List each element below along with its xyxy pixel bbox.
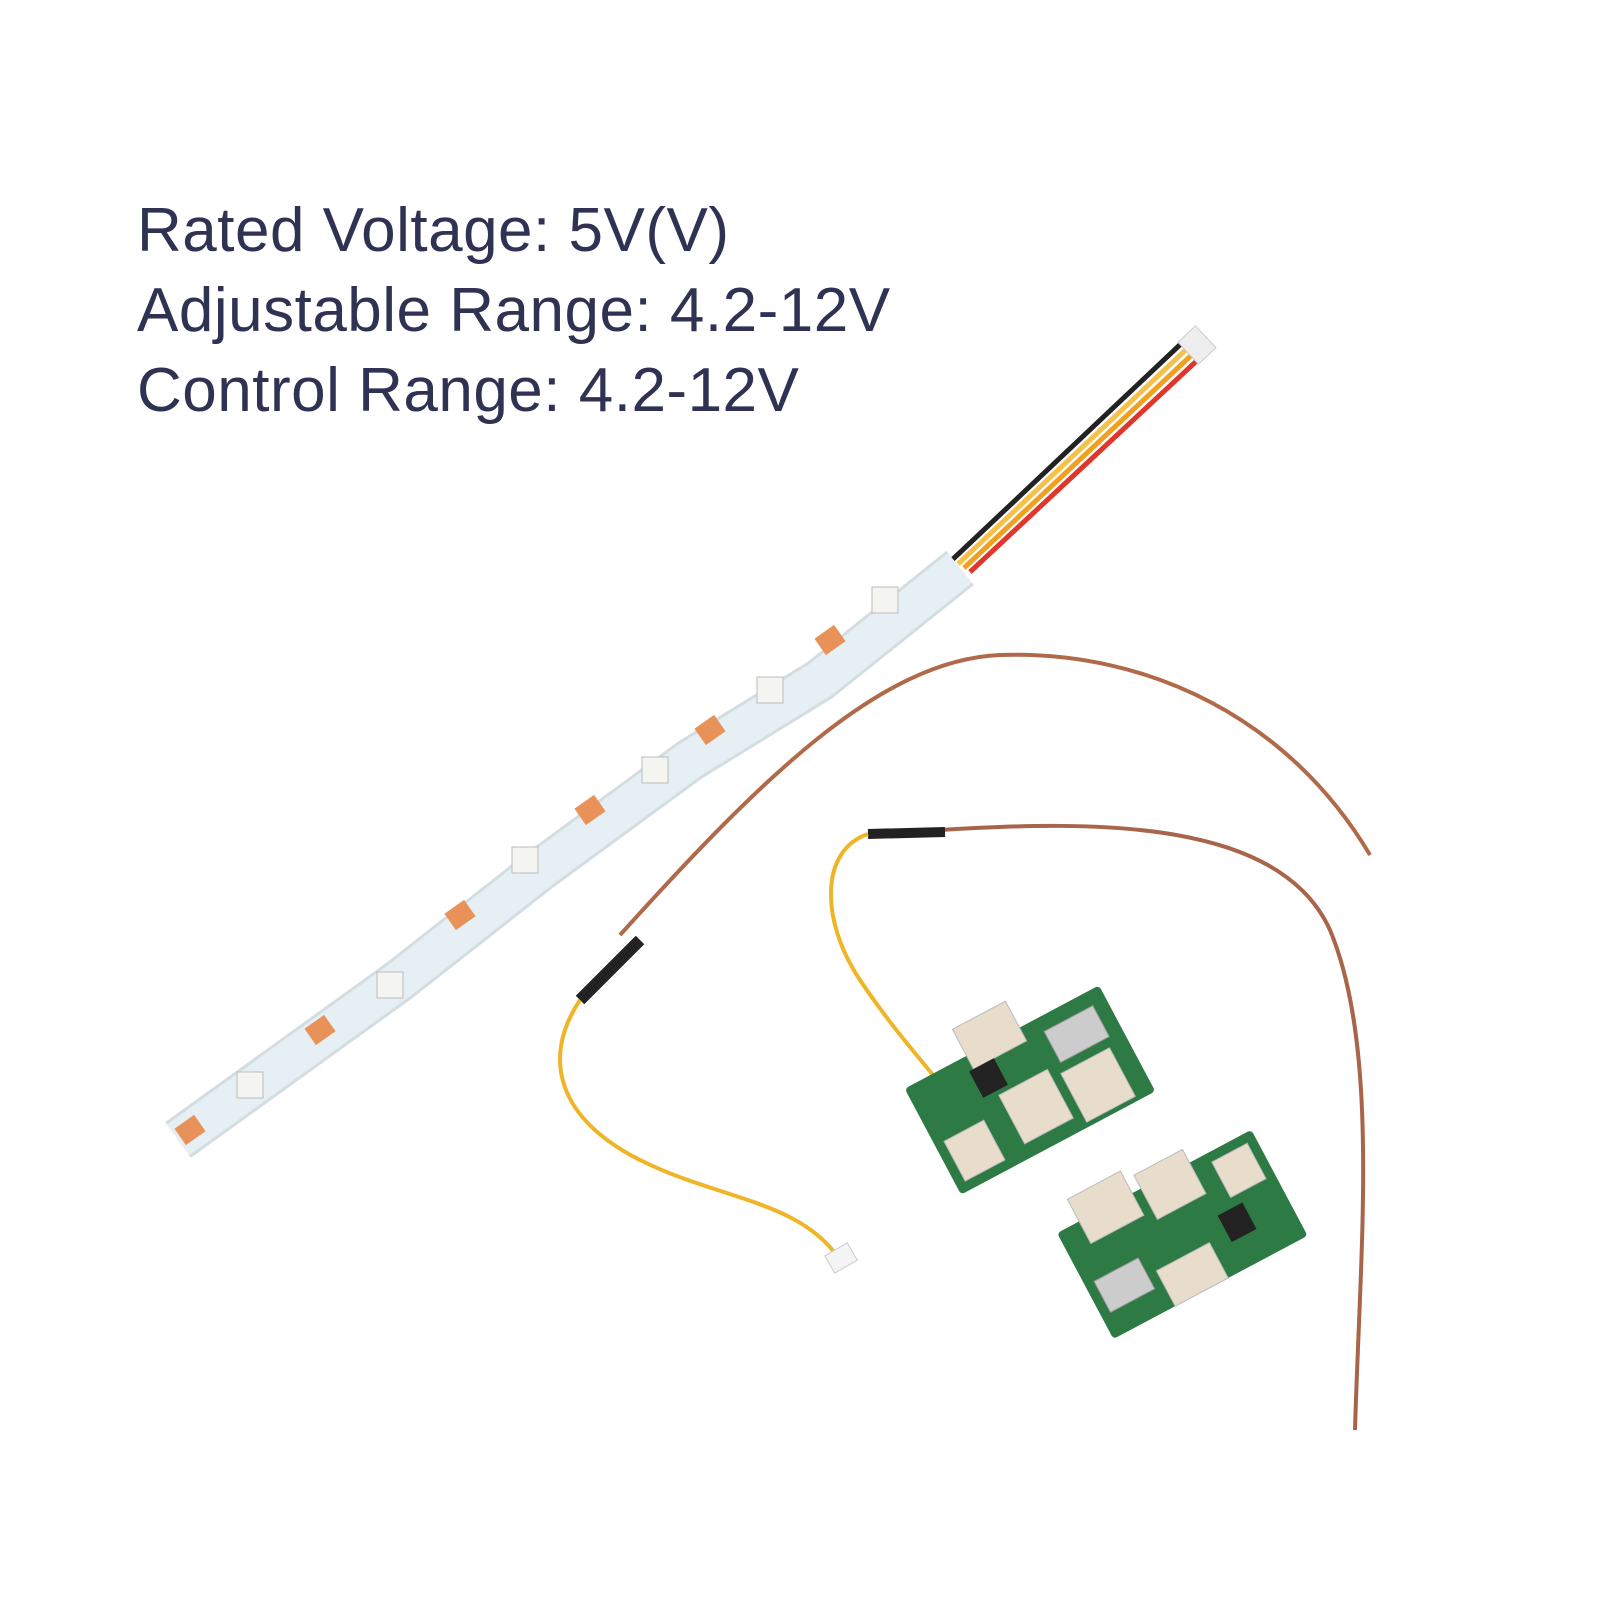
copper-wire-2 [939, 823, 1366, 1431]
led-chip [236, 1071, 264, 1099]
led-strip [166, 553, 972, 1156]
solder-pad [174, 1114, 206, 1146]
led-chip [756, 676, 784, 704]
control-board-1 [906, 986, 1154, 1194]
strip-lead-wires [950, 338, 1205, 574]
spec-rated-voltage: Rated Voltage: 5V(V) [137, 196, 730, 265]
solder-pad [444, 899, 476, 931]
strip-connector [1177, 325, 1217, 365]
led-chip [641, 756, 669, 784]
spec-control-range: Control Range: 4.2-12V [137, 356, 800, 425]
solder-pad [694, 714, 726, 746]
led-chip [511, 846, 539, 874]
yellow-wire-1 [558, 998, 842, 1262]
led-chips [174, 586, 899, 1146]
jst-plug [824, 1242, 858, 1274]
led-chip [871, 586, 899, 614]
heat-shrink-2 [867, 827, 946, 839]
solder-pad [814, 624, 846, 656]
solder-pad [574, 794, 606, 826]
led-chip [376, 971, 404, 999]
spec-adjustable-range: Adjustable Range: 4.2-12V [137, 276, 891, 345]
copper-wire-1 [618, 652, 1372, 937]
solder-pad [304, 1014, 336, 1046]
yellow-wire-2 [829, 832, 962, 1112]
heat-shrink-1 [575, 935, 645, 1005]
control-board-2 [1058, 1131, 1307, 1338]
